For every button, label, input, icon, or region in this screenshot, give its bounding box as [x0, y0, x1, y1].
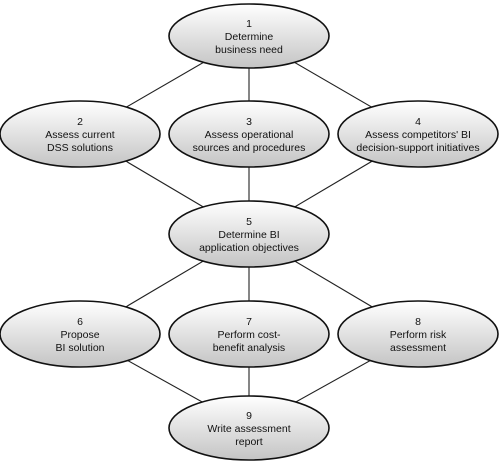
node-2-label-line-2: DSS solutions	[47, 142, 113, 154]
node-1-label-line-1: Determine	[225, 31, 274, 43]
node-8-label-line-2: assessment	[390, 342, 446, 354]
node-3-ellipse	[168, 100, 330, 168]
node-5-label-line-2: application objectives	[199, 242, 299, 254]
node-6-label-line-1: Propose	[60, 329, 99, 341]
node-5-label-line-1: Determine BI	[218, 229, 279, 241]
node-9-ellipse	[168, 395, 330, 461]
node-9-label-line-1: Write assessment	[207, 423, 290, 435]
node-4-ellipse	[337, 100, 499, 168]
node-4-number: 4	[415, 116, 421, 128]
node-4-label-line-1: Assess competitors' BI	[365, 129, 471, 141]
node-4-label-line-2: decision-support initiatives	[356, 142, 479, 154]
node-6-ellipse	[0, 300, 161, 368]
node-3-label-line-2: sources and procedures	[193, 142, 306, 154]
node-5-number: 5	[246, 216, 252, 228]
node-1-ellipse	[168, 3, 330, 69]
node-8-ellipse	[337, 300, 499, 368]
node-1-label-line-2: business need	[215, 44, 283, 56]
node-1-number: 1	[246, 18, 252, 30]
node-7-label-line-2: benefit analysis	[213, 342, 285, 354]
node-8-number: 8	[415, 316, 421, 328]
node-7-ellipse	[168, 300, 330, 368]
node-9-label-line-2: report	[235, 436, 263, 448]
node-9-number: 9	[246, 410, 252, 422]
node-2-label-line-1: Assess current	[45, 129, 115, 141]
node-7-number: 7	[246, 316, 252, 328]
node-8-label-line-1: Perform risk	[390, 329, 447, 341]
node-6-number: 6	[77, 316, 83, 328]
node-3-number: 3	[246, 116, 252, 128]
node-3-label-line-1: Assess operational	[205, 129, 294, 141]
node-2-ellipse	[0, 100, 161, 168]
node-5-ellipse	[168, 200, 330, 268]
node-2-number: 2	[77, 116, 83, 128]
node-7-label-line-1: Perform cost-	[217, 329, 281, 341]
node-6-label-line-2: BI solution	[55, 342, 104, 354]
